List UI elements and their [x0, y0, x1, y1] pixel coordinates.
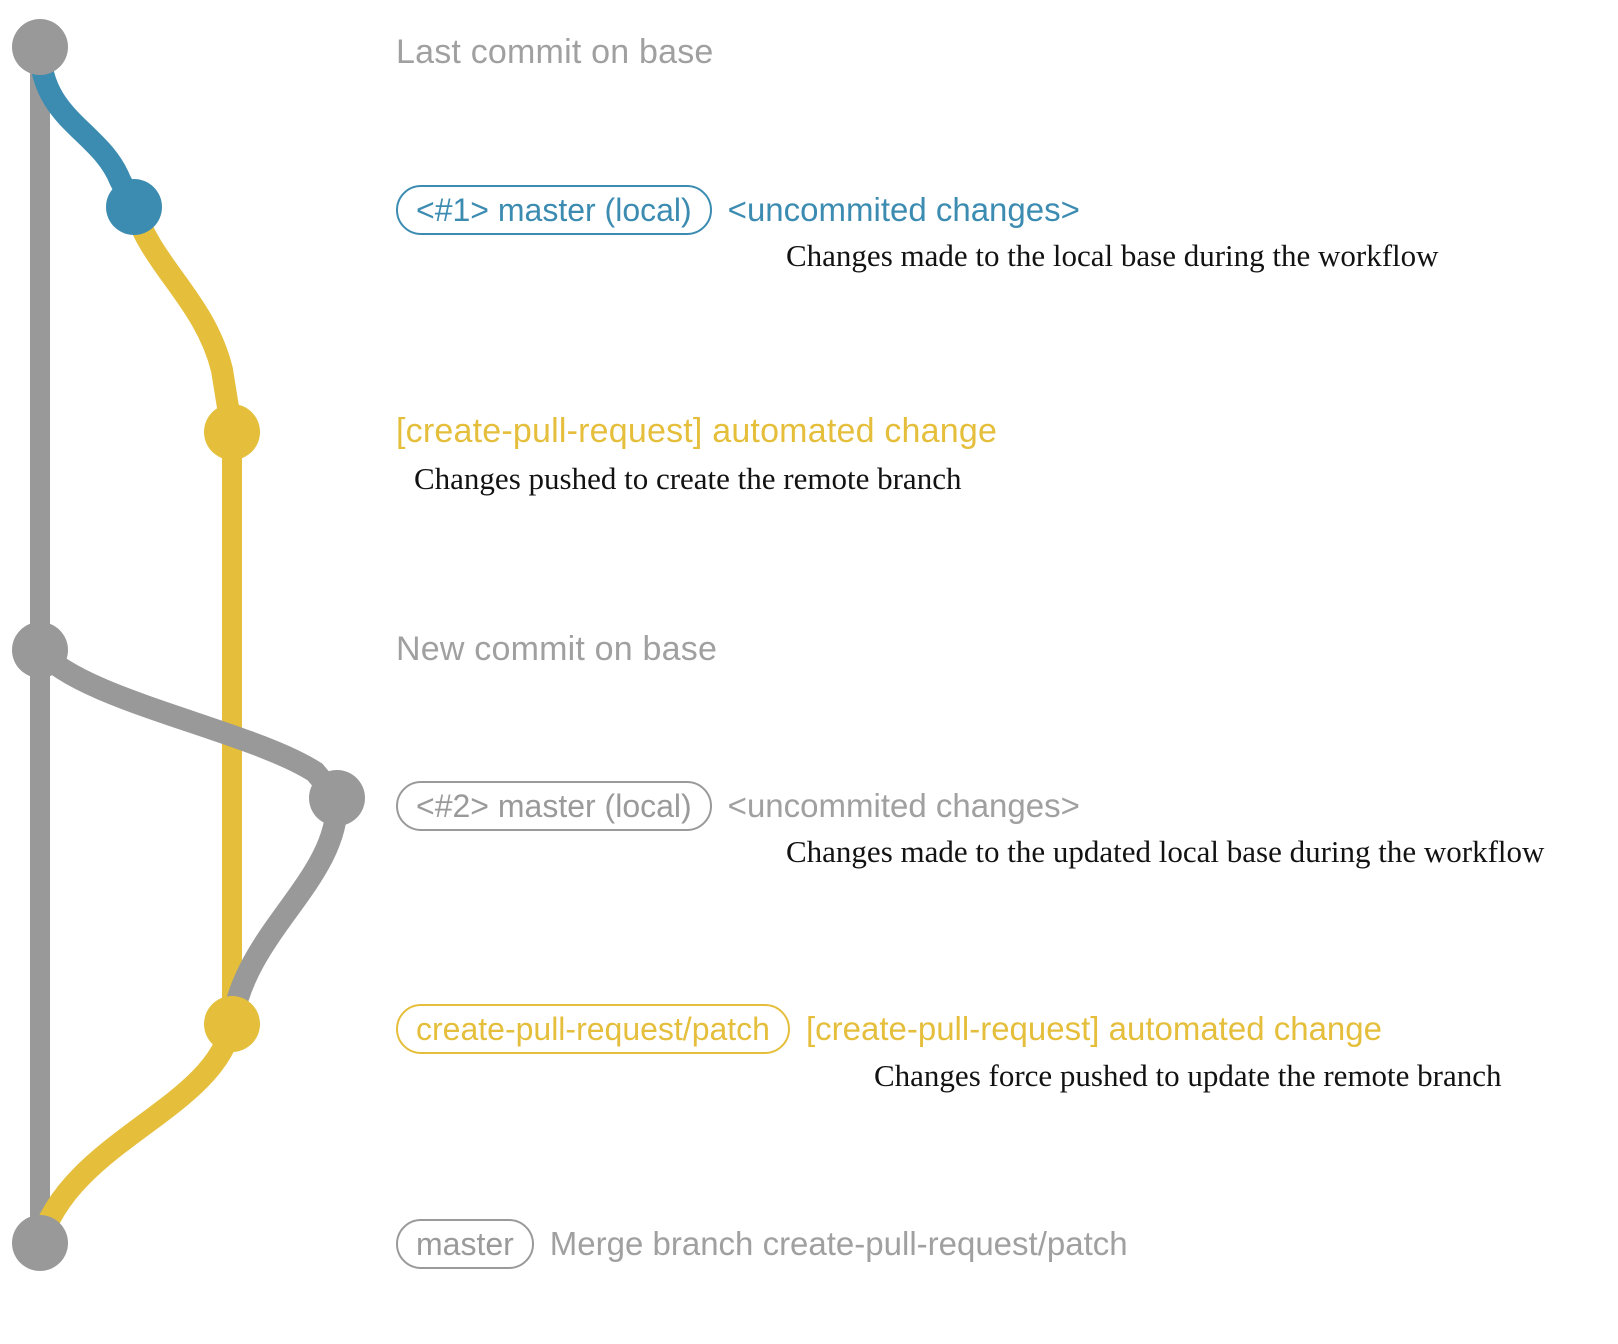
description-master-local-2: Changes made to the updated local base d…: [786, 834, 1545, 869]
commit-node-patch-2[interactable]: [204, 996, 260, 1052]
commit-node-base-top[interactable]: [12, 19, 68, 75]
caption-uncommited-changes-1: <uncommited changes>: [727, 191, 1080, 228]
commit-node-local-2[interactable]: [309, 770, 365, 826]
branch-pill-master-local-2[interactable]: <#2> master (local): [396, 781, 712, 831]
row-master-local-1: <#1> master (local) <uncommited changes>: [396, 185, 1080, 235]
description-automated-change-2: Changes force pushed to update the remot…: [874, 1058, 1502, 1093]
commit-node-base-new[interactable]: [12, 622, 68, 678]
commit-graph: [12, 19, 365, 1271]
commit-node-local-1[interactable]: [106, 179, 162, 235]
row-automated-change-1: [create-pull-request] automated change: [396, 412, 997, 451]
row-automated-change-2: create-pull-request/patch [create-pull-r…: [396, 1004, 1382, 1054]
headline-last-commit-on-base: Last commit on base: [396, 33, 714, 71]
commit-node-patch-1[interactable]: [204, 404, 260, 460]
caption-merge-branch: Merge branch create-pull-request/patch: [549, 1225, 1128, 1262]
commit-node-base-merge[interactable]: [12, 1215, 68, 1271]
row-last-commit-on-base: Last commit on base: [396, 33, 714, 72]
description-master-local-1: Changes made to the local base during th…: [786, 238, 1439, 273]
row-merge-branch: master Merge branch create-pull-request/…: [396, 1219, 1128, 1269]
caption-uncommited-changes-2: <uncommited changes>: [727, 787, 1080, 824]
description-automated-change-1: Changes pushed to create the remote bran…: [414, 461, 962, 496]
caption-automated-change-2: [create-pull-request] automated change: [805, 1010, 1382, 1047]
patch-merge-line: [29, 1013, 243, 1254]
branch-pill-master[interactable]: master: [396, 1219, 534, 1269]
headline-new-commit-on-base: New commit on base: [396, 630, 718, 668]
headline-automated-change-1: [create-pull-request] automated change: [396, 412, 998, 450]
branch-pill-master-local-1[interactable]: <#1> master (local): [396, 185, 712, 235]
local-branch-line-2: [29, 639, 348, 809]
row-new-commit-on-base: New commit on base: [396, 630, 717, 669]
row-master-local-2: <#2> master (local) <uncommited changes>: [396, 781, 1080, 831]
branch-pill-create-pull-request-patch[interactable]: create-pull-request/patch: [396, 1004, 790, 1054]
local-merge-line-2: [221, 787, 349, 1035]
